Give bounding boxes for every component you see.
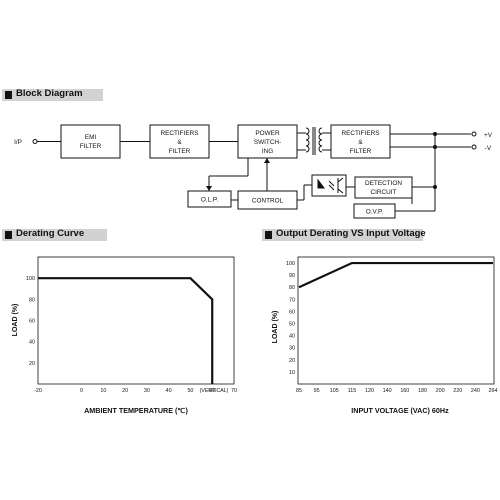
output-pos-label: +V: [484, 132, 493, 139]
emi-filter-block: [60, 124, 121, 159]
x-axis-label: AMBIENT TEMPERATURE (℃): [84, 406, 188, 415]
y-tick-label: 40: [289, 334, 295, 340]
x-tick-label: 20: [122, 388, 128, 394]
x-tick-label: 240: [471, 388, 480, 394]
x-tick-label: 115: [348, 388, 357, 394]
junction-dot: [433, 185, 437, 189]
section-marker: [5, 91, 12, 99]
block-diagram-title: Block Diagram: [16, 88, 83, 99]
rect2-label-2: &: [358, 139, 363, 146]
detection-label-1: DETECTION: [365, 180, 402, 187]
y-tick-label: 100: [26, 276, 35, 282]
y-tick-label: 60: [289, 309, 295, 315]
block-diagram-header: Block Diagram: [2, 88, 103, 101]
emi-label-2: FILTER: [80, 143, 102, 150]
rect1-label-2: &: [177, 139, 182, 146]
y-tick-label: 70: [289, 297, 295, 303]
y-axis-label: LOAD (%): [272, 311, 279, 344]
x-tick-label: 220: [453, 388, 462, 394]
plot-frame: [297, 256, 495, 385]
x-tick-label: 85: [296, 388, 302, 394]
rect1-label-1: RECTIFIERS: [161, 130, 199, 137]
y-tick-label: 20: [29, 361, 35, 367]
junction-dot: [433, 132, 437, 136]
x-tick-label: 0: [80, 388, 83, 394]
derating-curve-chart: -20 0 10 20 30 40 50 60 70 20 40 60 80 100 LOAD (%) A…: [12, 256, 237, 415]
y-tick-label: 20: [289, 358, 295, 364]
junction-dot: [433, 145, 437, 149]
x-tick-label: 105: [330, 388, 339, 394]
rect2-label-1: RECTIFIERS: [342, 130, 380, 137]
x-tick-label: 160: [400, 388, 409, 394]
output-neg-terminal: [471, 144, 477, 150]
transformer-secondary: [318, 127, 323, 153]
y-tick-label: 100: [286, 261, 295, 267]
y-tick-label: 10: [289, 370, 295, 376]
psw-label-1: POWER: [255, 130, 280, 137]
input-derating-title: Output Derating VS Input Voltage: [276, 228, 426, 239]
x-tick-label: 60: [209, 388, 215, 394]
derating-curve-title: Derating Curve: [16, 228, 85, 239]
block-diagram: I/P +V -V EMI FILTER RECTIFIERS & FILTER…: [14, 124, 493, 219]
psw-label-3: ING: [262, 148, 273, 155]
y-tick-label: 60: [29, 319, 35, 325]
x-tick-label: 30: [144, 388, 150, 394]
y-tick-label: 40: [29, 340, 35, 346]
x-tick-label: 200: [436, 388, 445, 394]
rect1-label-3: FILTER: [169, 148, 191, 155]
input-label: I/P: [14, 139, 22, 146]
y-tick-label: 50: [289, 322, 295, 328]
olp-label: O.L.P.: [201, 197, 219, 204]
x-tick-label: 95: [314, 388, 320, 394]
x-extra-label: (VERTICAL): [200, 388, 229, 394]
y-axis-label: LOAD (%): [12, 304, 19, 337]
y-tick-label: 80: [29, 297, 35, 303]
output-pos-terminal: [471, 131, 477, 137]
x-tick-label: 40: [166, 388, 172, 394]
output-neg-label: -V: [485, 145, 492, 152]
x-axis-label: INPUT VOLTAGE (VAC) 60Hz: [351, 406, 449, 415]
transformer-primary: [305, 127, 310, 153]
plot-frame: [37, 256, 235, 385]
section-marker: [265, 231, 272, 239]
ovp-label: O.V.P.: [366, 209, 384, 216]
x-tick-label: 140: [383, 388, 392, 394]
x-tick-label: 264: [489, 388, 498, 394]
psw-label-2: SWITCH-: [254, 139, 281, 146]
rectifiers-filter-2-block: [330, 124, 391, 159]
input-derating-chart: 85 95 105 115 120 140 160 180 200 220 240 264 10 20 30…: [272, 256, 498, 415]
y-tick-label: 30: [289, 346, 295, 352]
y-tick-label: 80: [289, 285, 295, 291]
derating-curve-header: Derating Curve: [2, 228, 107, 241]
input-derating-header: Output Derating VS Input Voltage: [262, 228, 426, 241]
control-label: CONTROL: [252, 198, 284, 205]
y-tick-label: 90: [289, 273, 295, 279]
x-tick-label: -20: [34, 388, 42, 394]
rect2-label-3: FILTER: [350, 148, 372, 155]
emi-label-1: EMI: [85, 134, 97, 141]
arrow-down-icon: [206, 186, 212, 191]
x-tick-label: 10: [100, 388, 106, 394]
series-line: [298, 261, 493, 289]
input-terminal: [32, 139, 38, 144]
x-tick-label: 70: [231, 388, 237, 394]
series-line: [38, 277, 214, 384]
detection-label-2: CIRCUIT: [371, 189, 397, 196]
x-tick-label: 180: [418, 388, 427, 394]
x-tick-label: 120: [365, 388, 374, 394]
arrow-up-icon: [264, 158, 270, 163]
x-tick-label: 50: [187, 388, 193, 394]
optocoupler-diode: [317, 178, 325, 189]
section-marker: [5, 231, 12, 239]
